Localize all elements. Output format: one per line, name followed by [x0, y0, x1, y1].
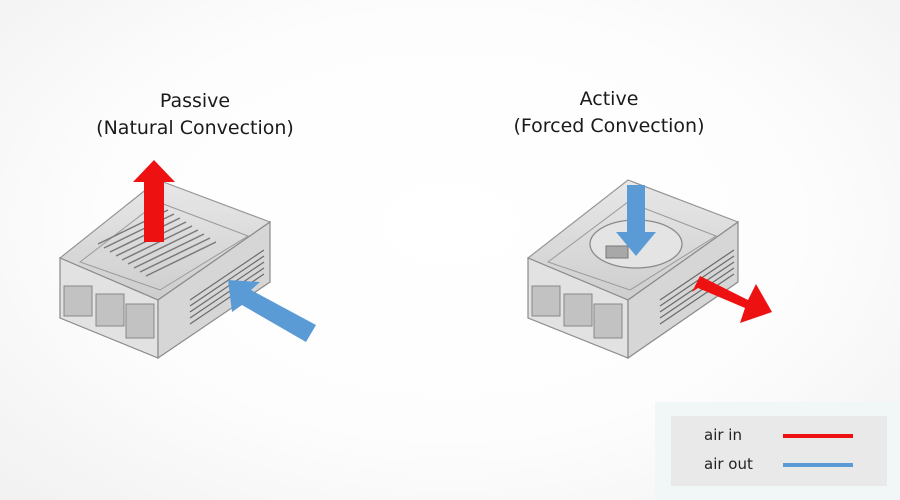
active-port-2 [563, 293, 593, 327]
passive-case [58, 179, 272, 360]
passive-title-text: Passive [159, 90, 231, 112]
passive-port-3 [125, 303, 155, 339]
active-subtitle-text: (Forced Convection) [513, 115, 705, 137]
active-title-text: Active [579, 88, 639, 110]
passive-heatsink [97, 209, 217, 277]
passive-air-in-arrow [133, 160, 175, 242]
passive-panel-title: Passive (Natural Convection) [60, 88, 330, 142]
legend-swatch-air-out [783, 463, 853, 467]
passive-port-2 [95, 293, 125, 327]
passive-port-1 [63, 285, 93, 317]
active-air-in-arrow [692, 276, 772, 323]
active-port-1 [531, 285, 561, 317]
active-port-3 [593, 303, 623, 339]
legend-swatch-air-in [783, 434, 853, 438]
legend-label-air-in: air in [704, 426, 742, 444]
active-panel-title: Active (Forced Convection) [474, 86, 744, 140]
legend-label-air-out: air out [704, 455, 753, 473]
passive-board-outline [78, 201, 250, 291]
active-fan-motor [605, 245, 629, 259]
passive-air-out-arrow [228, 280, 316, 342]
active-board-outline [546, 201, 718, 291]
legend-box [671, 416, 887, 486]
passive-subtitle-text: (Natural Convection) [96, 117, 294, 139]
active-air-out-arrow [616, 185, 656, 256]
passive-vent-slots [189, 249, 265, 325]
